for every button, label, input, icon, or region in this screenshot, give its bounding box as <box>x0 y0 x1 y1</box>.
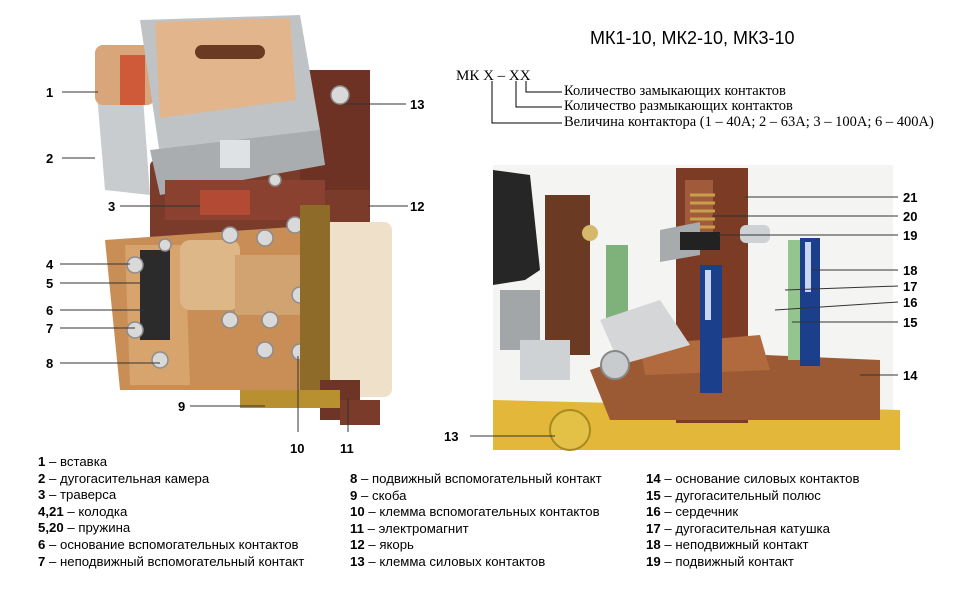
legend-item: 10 – клемма вспомогательных контактов <box>350 504 600 520</box>
callout-1: 1 <box>46 85 54 100</box>
legend-item: 6 – основание вспомогательных контактов <box>38 536 299 552</box>
left-leader-lines <box>60 91 408 432</box>
legend-item: 14 – основание силовых контактов <box>646 471 860 486</box>
callout-8: 8 <box>46 356 54 371</box>
legend-item: 7 – неподвижный вспомогательный контакт <box>38 553 305 569</box>
callout-11: 11 <box>340 441 354 456</box>
legend-item: 4,21 – колодка <box>38 503 128 519</box>
code-line-closing: Количество замыкающих контактов <box>564 83 786 99</box>
callout-2: 2 <box>46 151 54 166</box>
legend-column-1: 1 – вставка 2 – дугогасительная камера 3… <box>38 454 304 570</box>
callout-6: 6 <box>46 303 54 318</box>
callout-15: 15 <box>903 315 918 330</box>
callout-9: 9 <box>178 399 186 414</box>
legend-item: 16 – сердечник <box>646 504 739 520</box>
callout-13-left: 13 <box>410 97 425 112</box>
cutaway-illustration <box>493 165 900 451</box>
legend-item: 11 – электромагнит <box>350 520 469 536</box>
callout-17: 17 <box>903 279 918 294</box>
callout-12: 12 <box>410 199 425 214</box>
callout-19: 19 <box>903 228 918 243</box>
legend-item: 13 – клемма силовых контактов <box>350 553 546 569</box>
callout-5: 5 <box>46 276 54 291</box>
legend-column-2: 8 – подвижный вспомогательный контакт 9 … <box>350 471 602 571</box>
callout-10: 10 <box>290 441 305 456</box>
diagram-title: МК1-10, МК2-10, МК3-10 <box>590 28 795 48</box>
designation-pattern: МК Х – ХХ <box>456 68 531 84</box>
code-line-opening: Количество размыкающих контактов <box>564 98 793 114</box>
callout-4: 4 <box>46 257 54 272</box>
callout-18: 18 <box>903 263 918 278</box>
right-leader-lines <box>470 196 899 437</box>
legend-item: 17 – дугогасительная катушка <box>646 520 830 536</box>
legend-item: 1 – вставка <box>38 454 108 469</box>
callout-21: 21 <box>903 190 918 205</box>
legend-item: 15 – дугогасительный полюс <box>646 487 821 503</box>
legend-item: 19 – подвижный контакт <box>646 553 794 569</box>
legend-item: 8 – подвижный вспомогательный контакт <box>350 471 602 486</box>
legend-item: 5,20 – пружина <box>38 520 131 536</box>
contactor-illustration <box>95 15 392 425</box>
legend-item: 3 – траверса <box>38 487 117 503</box>
code-line-size: Величина контактора (1 – 40А; 2 – 63А; 3… <box>564 114 934 130</box>
callout-20: 20 <box>903 209 918 224</box>
legend-item: 9 – скоба <box>350 487 407 503</box>
code-bracket-lines <box>491 81 562 124</box>
callout-13-right: 13 <box>444 429 459 444</box>
legend-item: 18 – неподвижный контакт <box>646 537 809 553</box>
legend-column-3: 14 – основание силовых контактов 15 – ду… <box>646 471 860 571</box>
callout-7: 7 <box>46 321 54 336</box>
legend-item: 2 – дугогасительная камера <box>38 470 210 486</box>
callout-14: 14 <box>903 368 918 383</box>
callout-3: 3 <box>108 199 116 214</box>
legend-item: 12 – якорь <box>350 537 414 553</box>
callout-16: 16 <box>903 295 918 310</box>
